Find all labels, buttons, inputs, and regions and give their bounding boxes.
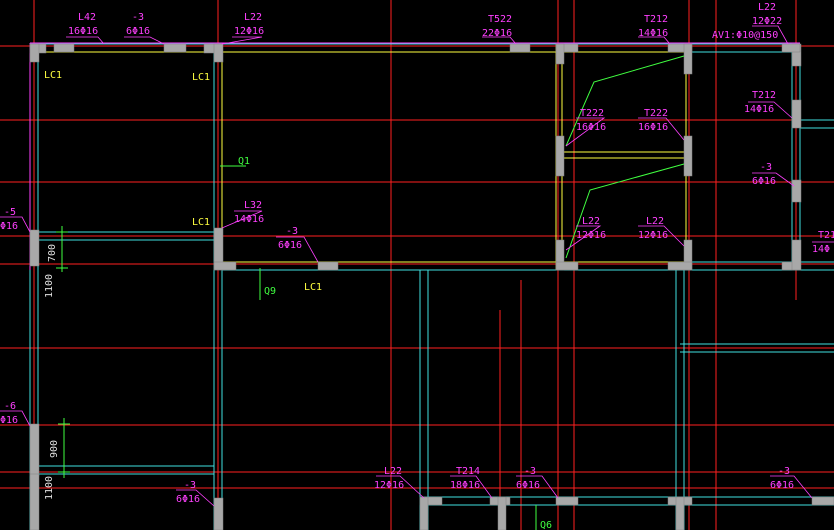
label-l22-c-bar: 12Φ16 xyxy=(576,230,606,241)
label-dim-900: 900 xyxy=(49,440,60,458)
label-m5-bar: Φ16 xyxy=(0,221,18,232)
label-m3-d-bar: 6Φ16 xyxy=(176,494,200,505)
label-q6: Q6 xyxy=(540,520,552,530)
label-m3-a: -3 xyxy=(132,12,144,23)
label-m3-d: -3 xyxy=(184,480,196,491)
label-l32: L32 xyxy=(244,200,262,211)
label-dim-1100-a: 1100 xyxy=(44,274,55,298)
label-av1: AV1:Φ10@150 xyxy=(712,30,778,41)
label-l22-b: L22 xyxy=(758,2,776,13)
label-q9: Q9 xyxy=(264,286,276,297)
label-m5: -5 xyxy=(4,207,16,218)
label-l22-e: L22 xyxy=(384,466,402,477)
label-m3-e: -3 xyxy=(524,466,536,477)
label-l42-bar: 16Φ16 xyxy=(68,26,98,37)
label-l22-e-bar: 12Φ16 xyxy=(374,480,404,491)
label-l42: L42 xyxy=(78,12,96,23)
label-t214: T214 xyxy=(456,466,480,477)
label-t21-bar: 14Φ xyxy=(812,244,830,255)
label-l32-bar: 14Φ16 xyxy=(234,214,264,225)
label-m3-e-bar: 6Φ16 xyxy=(516,480,540,491)
label-m3-f-bar: 6Φ16 xyxy=(770,480,794,491)
label-m3-a-bar: 6Φ16 xyxy=(126,26,150,37)
leaders xyxy=(0,25,834,507)
label-l22-d-bar: 12Φ16 xyxy=(638,230,668,241)
label-m3-c-bar: 6Φ16 xyxy=(752,176,776,187)
label-t212-a: T212 xyxy=(644,14,668,25)
dimension-lines xyxy=(56,165,537,530)
label-t212-a-bar: 14Φ16 xyxy=(638,28,668,39)
label-l22-d: L22 xyxy=(646,216,664,227)
label-t522: T522 xyxy=(488,14,512,25)
label-t212-b-bar: 14Φ16 xyxy=(744,104,774,115)
label-t522-bar: 22Φ16 xyxy=(482,28,512,39)
label-lc1-c: LC1 xyxy=(192,217,210,228)
label-t222-b: T222 xyxy=(644,108,668,119)
label-lc1-d: LC1 xyxy=(304,282,322,293)
label-m3-f: -3 xyxy=(778,466,790,477)
label-t222-a-bar: 16Φ16 xyxy=(576,122,606,133)
label-t214-bar: 18Φ16 xyxy=(450,480,480,491)
columns xyxy=(29,43,834,530)
label-t21: T21 xyxy=(818,230,834,241)
label-dim-700: 700 xyxy=(47,244,58,262)
label-t222-a: T222 xyxy=(580,108,604,119)
label-lc1-a: LC1 xyxy=(44,70,62,81)
label-m6-bar: Φ16 xyxy=(0,415,18,426)
stair-arrows xyxy=(565,55,685,259)
label-t212-b: T212 xyxy=(752,90,776,101)
label-m3-b-bar: 6Φ16 xyxy=(278,240,302,251)
label-lc1-b: LC1 xyxy=(192,72,210,83)
label-l22-c: L22 xyxy=(582,216,600,227)
label-m3-b: -3 xyxy=(286,226,298,237)
label-m3-c: -3 xyxy=(760,162,772,173)
label-l22-b-bar: 12Φ22 xyxy=(752,16,782,27)
label-q1: Q1 xyxy=(238,156,250,167)
label-t222-b-bar: 16Φ16 xyxy=(638,122,668,133)
label-l22-a: L22 xyxy=(244,12,262,23)
label-dim-1100-b: 1100 xyxy=(44,476,55,500)
label-l22-a-bar: 12Φ16 xyxy=(234,26,264,37)
label-m6: -6 xyxy=(4,401,16,412)
